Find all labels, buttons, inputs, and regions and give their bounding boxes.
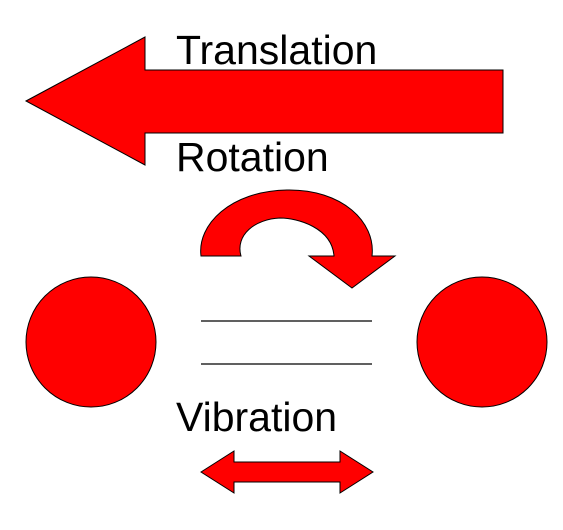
translation-label: Translation <box>176 27 377 73</box>
vibration-label: Vibration <box>176 394 337 440</box>
vibration-arrow-icon <box>200 450 374 494</box>
left-atom <box>25 276 157 408</box>
translation-arrow-icon <box>24 36 504 166</box>
right-atom <box>416 276 548 408</box>
rotation-arrow-icon <box>200 189 397 289</box>
rotation-label: Rotation <box>176 134 329 180</box>
